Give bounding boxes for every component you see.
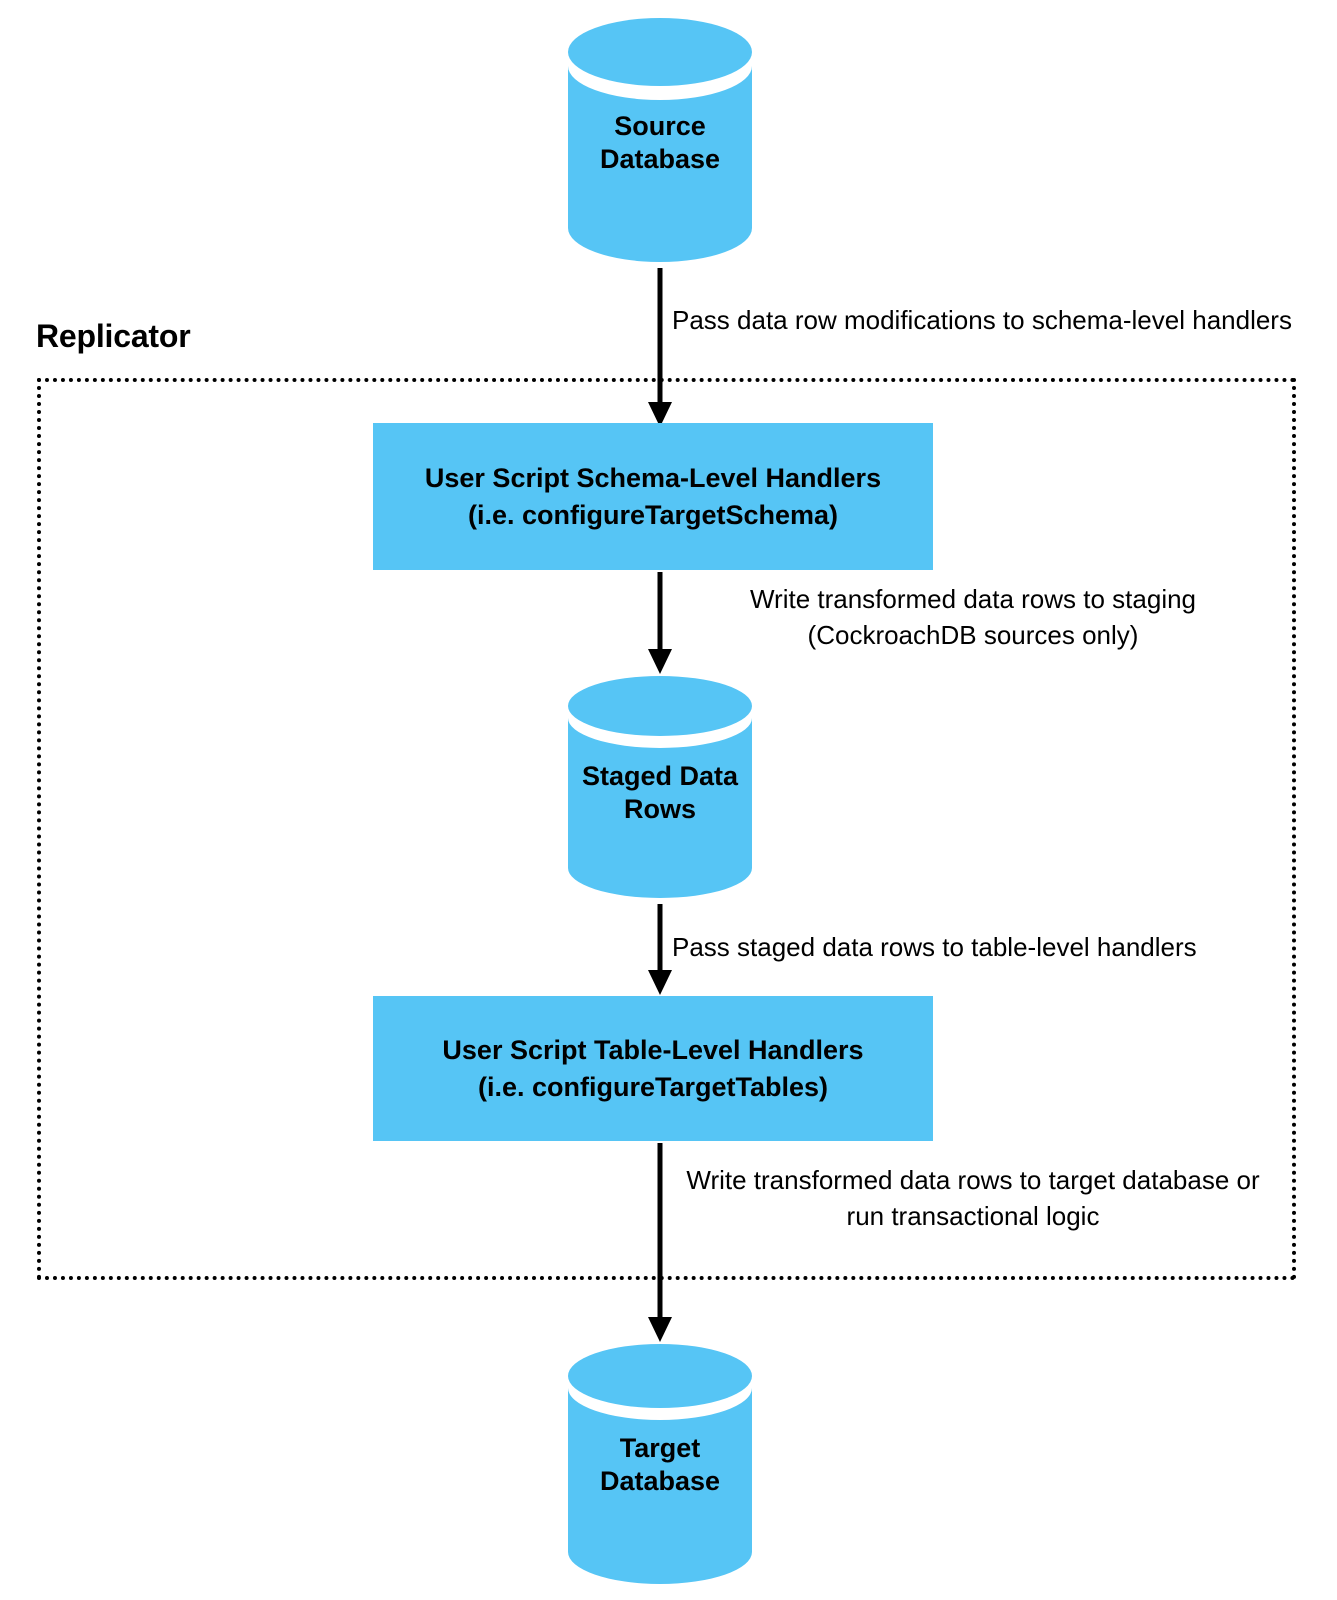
node-schema-level-handlers: User Script Schema-Level Handlers (i.e. … (373, 423, 933, 570)
replicator-group-title: Replicator (36, 318, 191, 354)
cylinder-shape (568, 18, 752, 262)
node-staged-data-rows: Staged Data Rows (563, 672, 757, 902)
edge-label-source-to-schema: Pass data row modifications to schema-le… (672, 305, 1292, 335)
edge-label-schema-to-staged: Write transformed data rows to staging (… (749, 584, 1197, 650)
arrow-source-to-schema (647, 268, 673, 428)
cylinder-shape (568, 676, 752, 898)
node-label: User Script Schema-Level Handlers (i.e. … (424, 463, 882, 530)
arrow-schema-to-staged (647, 572, 673, 675)
cylinder-shape (568, 1344, 752, 1584)
arrow-staged-to-table (647, 904, 673, 996)
node-label: User Script Table-Level Handlers (i.e. c… (442, 1035, 864, 1102)
edge-label-table-to-target: Write transformed data rows to target da… (686, 1165, 1260, 1231)
edge-label-staged-to-table: Pass staged data rows to table-level han… (672, 932, 1197, 962)
node-source-database: Source Database (563, 14, 757, 266)
replicator-group-boundary (37, 378, 1296, 1280)
arrow-table-to-target (647, 1143, 673, 1343)
node-target-database: Target Database (563, 1340, 757, 1592)
node-table-level-handlers: User Script Table-Level Handlers (i.e. c… (373, 996, 933, 1141)
